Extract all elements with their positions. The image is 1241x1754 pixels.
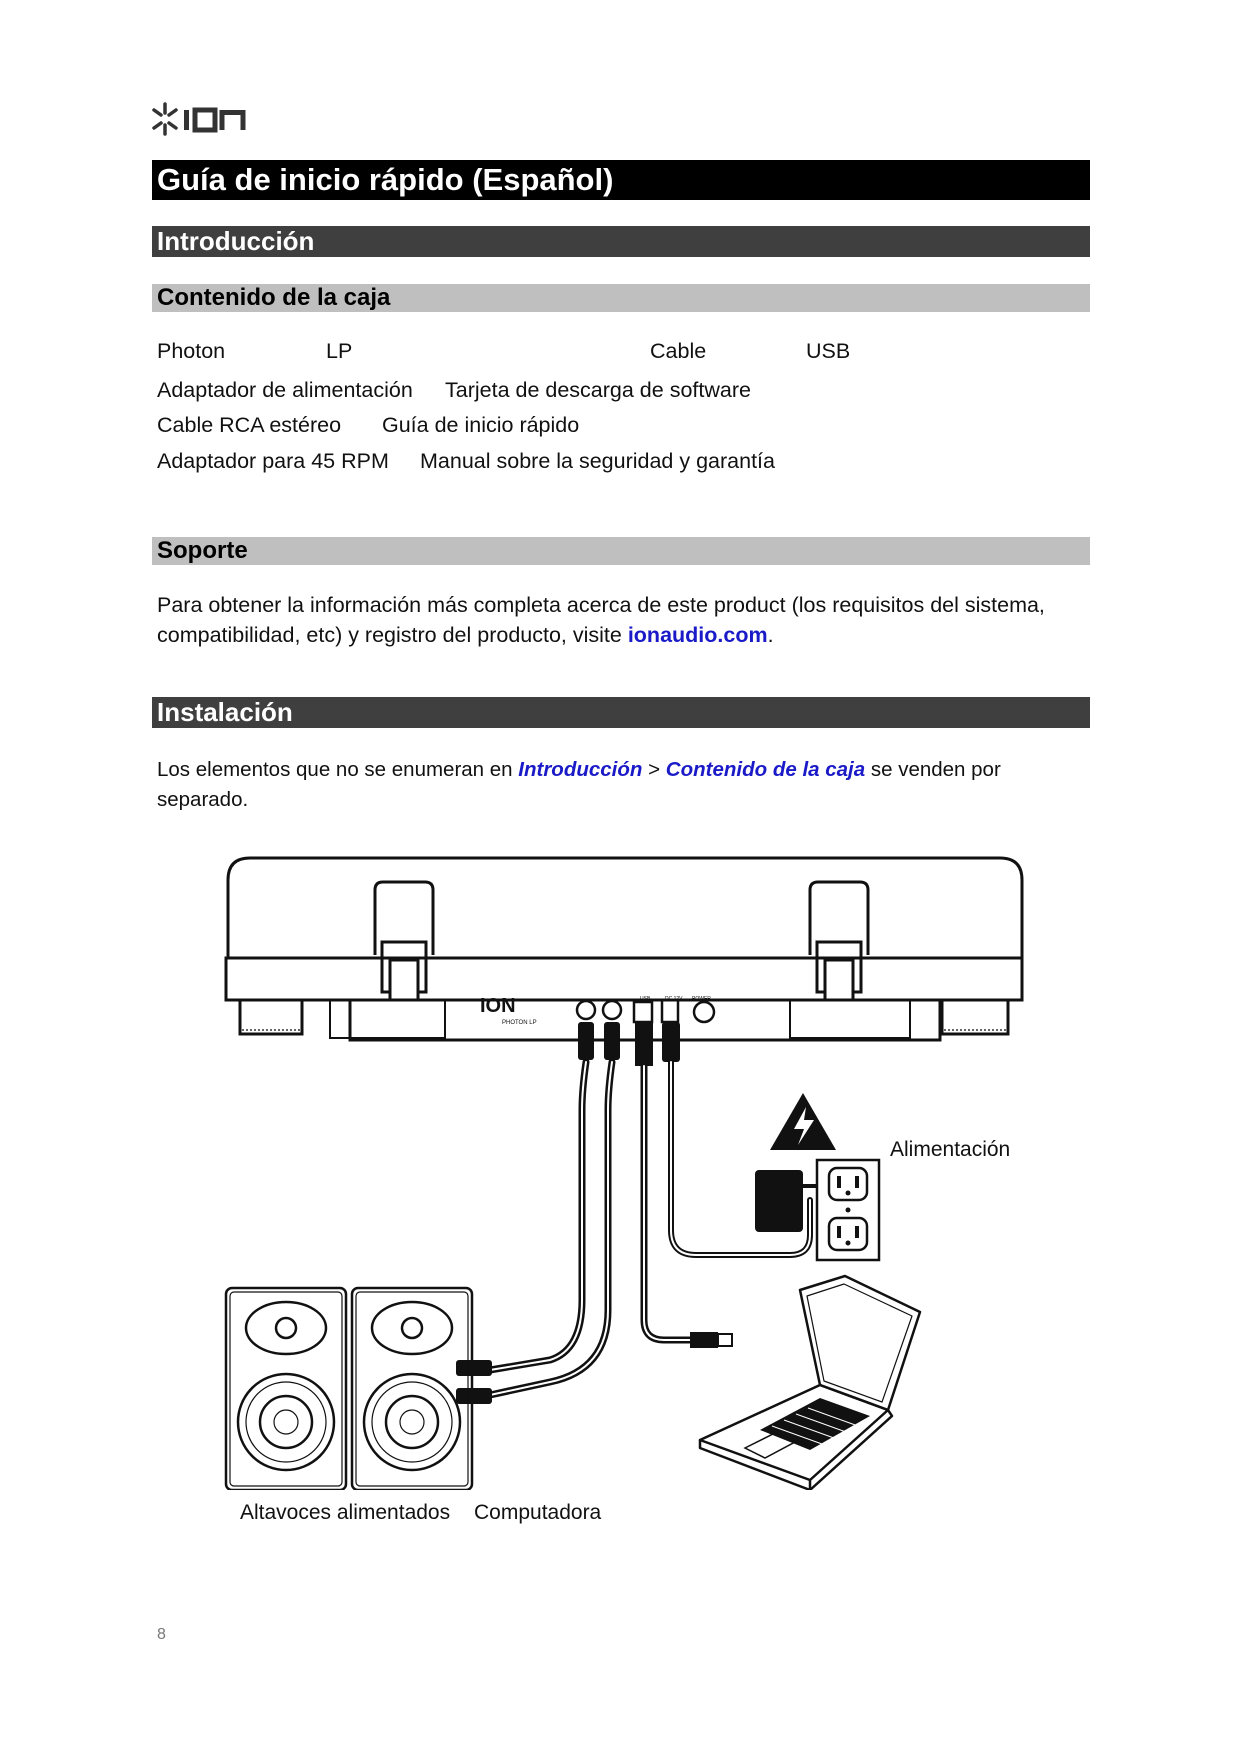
turntable-lid [226, 856, 1024, 958]
subsection-heading-box-contents: Contenido de la caja [152, 284, 1090, 312]
install-text-end: se venden por separado. [157, 758, 1001, 811]
box-contents-link[interactable]: Contenido de la caja [665, 758, 866, 781]
intro-link[interactable]: Introducción [518, 758, 643, 781]
connection-diagram: ION PHOTON LP USB DC 12V POWER [220, 850, 1040, 1492]
speaker-right [350, 1286, 474, 1492]
label-computer: Computadora [474, 1501, 602, 1524]
box-item-45-adapter: Adaptador para 45 RPM [157, 449, 389, 473]
hinge-left [373, 880, 435, 955]
box-item-usb: USB [806, 339, 851, 363]
page-number: 8 [157, 1626, 166, 1643]
foot-left [238, 998, 304, 1036]
laptop [698, 1274, 922, 1492]
subsection-heading-support: Soporte [152, 537, 1090, 565]
panel-brand-label: ION [480, 995, 516, 1017]
box-item-lp: LP [326, 339, 353, 363]
label-power: Alimentación [890, 1138, 1010, 1161]
support-paragraph: Para obtener la información más completa… [157, 590, 1097, 650]
box-item-rca-cable: Cable RCA estéreo [157, 413, 342, 437]
box-item-quickstart: Guía de inicio rápido [382, 413, 580, 437]
laptop-keyboard [743, 1398, 870, 1459]
box-item-photon: Photon [157, 339, 226, 363]
box-item-software-card: Tarjeta de descarga de software [445, 378, 751, 402]
box-item-power-adapter: Adaptador de alimentación [157, 378, 413, 402]
support-text-end: . [767, 623, 774, 647]
speaker-left [224, 1286, 348, 1492]
usb-cable [640, 1062, 694, 1344]
install-paragraph: Los elementos que no se enumeran en Intr… [157, 755, 1097, 815]
section-heading-install: Instalación [152, 697, 1090, 728]
label-speakers: Altavoces alimentados [240, 1501, 451, 1524]
power-adapter [755, 1170, 803, 1232]
ionaudio-link[interactable]: ionaudio.com [627, 623, 768, 647]
section-heading-intro: Introducción [152, 226, 1090, 257]
rca-cable-right [486, 1058, 616, 1399]
panel-power-label: POWER [692, 996, 711, 1002]
foot-right [940, 998, 1010, 1036]
page-title: Guía de inicio rápido (Español) [152, 160, 1090, 200]
install-text: Los elementos que no se enumeran en [157, 758, 519, 781]
ion-logo [152, 100, 248, 140]
panel-usb-label: USB [640, 996, 651, 1002]
hinge-right [808, 880, 870, 955]
panel-model-label: PHOTON LP [502, 1020, 537, 1026]
box-item-safety-manual: Manual sobre la seguridad y garantía [420, 449, 775, 473]
usb-plug [690, 1332, 733, 1348]
rca-cable-left [486, 1058, 590, 1374]
warning-icon [770, 1093, 836, 1150]
wall-outlet [815, 1158, 881, 1262]
support-text: Para obtener la información más completa… [157, 593, 1045, 647]
turntable-base [224, 956, 1024, 1002]
breadcrumb-separator: > [642, 758, 666, 781]
box-item-cable: Cable [650, 339, 707, 363]
